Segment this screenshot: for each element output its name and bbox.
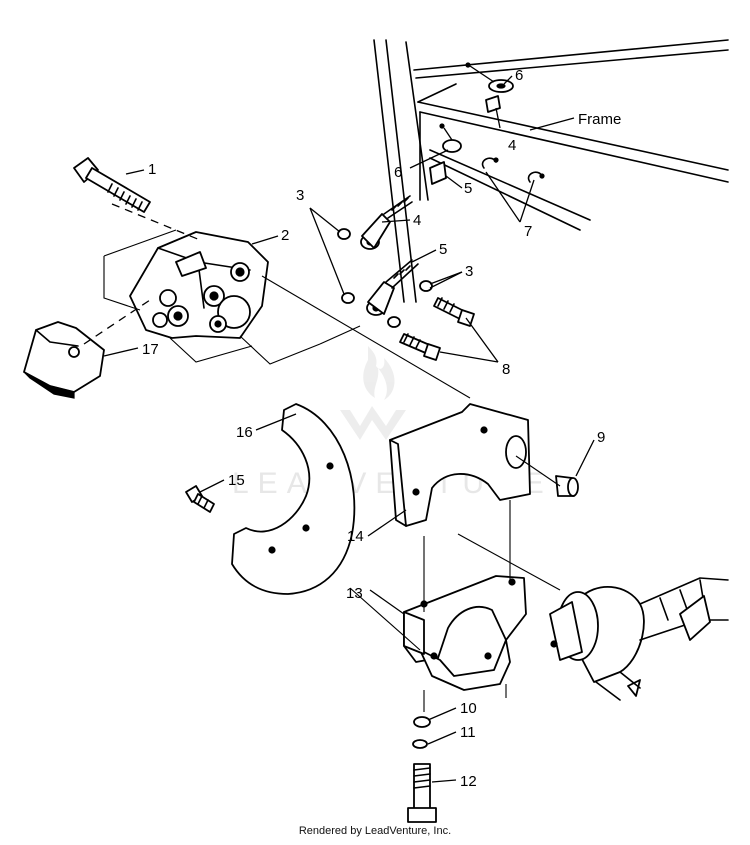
callout-15: 15 [228, 472, 245, 489]
callout-16: 16 [236, 424, 253, 441]
bracket-13 [403, 575, 527, 691]
callout-8: 8 [502, 361, 510, 378]
alignment-dash-bolt [111, 203, 201, 241]
washers-3 [387, 280, 433, 328]
sleeve-9 [555, 475, 579, 497]
callout-7: 7 [524, 223, 532, 240]
axle-assembly [457, 533, 729, 701]
callout-6-upper: 6 [515, 67, 523, 84]
sleeve-9-line [515, 455, 561, 487]
callout-14: 14 [347, 528, 364, 545]
bolt-12 [407, 763, 437, 823]
brake-pad-17 [23, 321, 105, 399]
watermark-logo [340, 346, 406, 440]
link-rod-4 [337, 195, 413, 250]
link-rod-5 [341, 259, 419, 316]
callout-5-rod: 5 [439, 241, 447, 258]
callout-12: 12 [460, 773, 477, 790]
callout-6-lower: 6 [394, 164, 402, 181]
bolts-8 [399, 297, 475, 361]
callout-1: 1 [148, 161, 156, 178]
frame-label: Frame [578, 111, 621, 128]
leader-lines [103, 75, 595, 783]
bolt-1 [73, 157, 151, 213]
callout-4-rod: 4 [413, 212, 421, 229]
callout-13: 13 [346, 585, 363, 602]
callout-17: 17 [142, 341, 159, 358]
lockwasher-11 [412, 739, 428, 749]
frame-hardware [429, 62, 545, 185]
bolt-15 [185, 485, 215, 513]
caliper-2 [129, 231, 269, 339]
brake-disc-16 [231, 403, 356, 595]
bracket-14 [389, 403, 531, 527]
callout-3-upper: 3 [296, 187, 304, 204]
washer-10 [413, 716, 431, 728]
frame [373, 39, 729, 303]
callout-2: 2 [281, 227, 289, 244]
callout-9: 9 [597, 429, 605, 446]
callout-10: 10 [460, 700, 477, 717]
callout-3-lower: 3 [465, 263, 473, 280]
callout-4-frame: 4 [508, 137, 516, 154]
callout-5-frame: 5 [464, 180, 472, 197]
callout-11: 11 [460, 724, 476, 741]
bracket-guide-lines [349, 500, 511, 712]
assembly-lines [103, 229, 471, 399]
footer-credit: Rendered by LeadVenture, Inc. [298, 825, 452, 837]
